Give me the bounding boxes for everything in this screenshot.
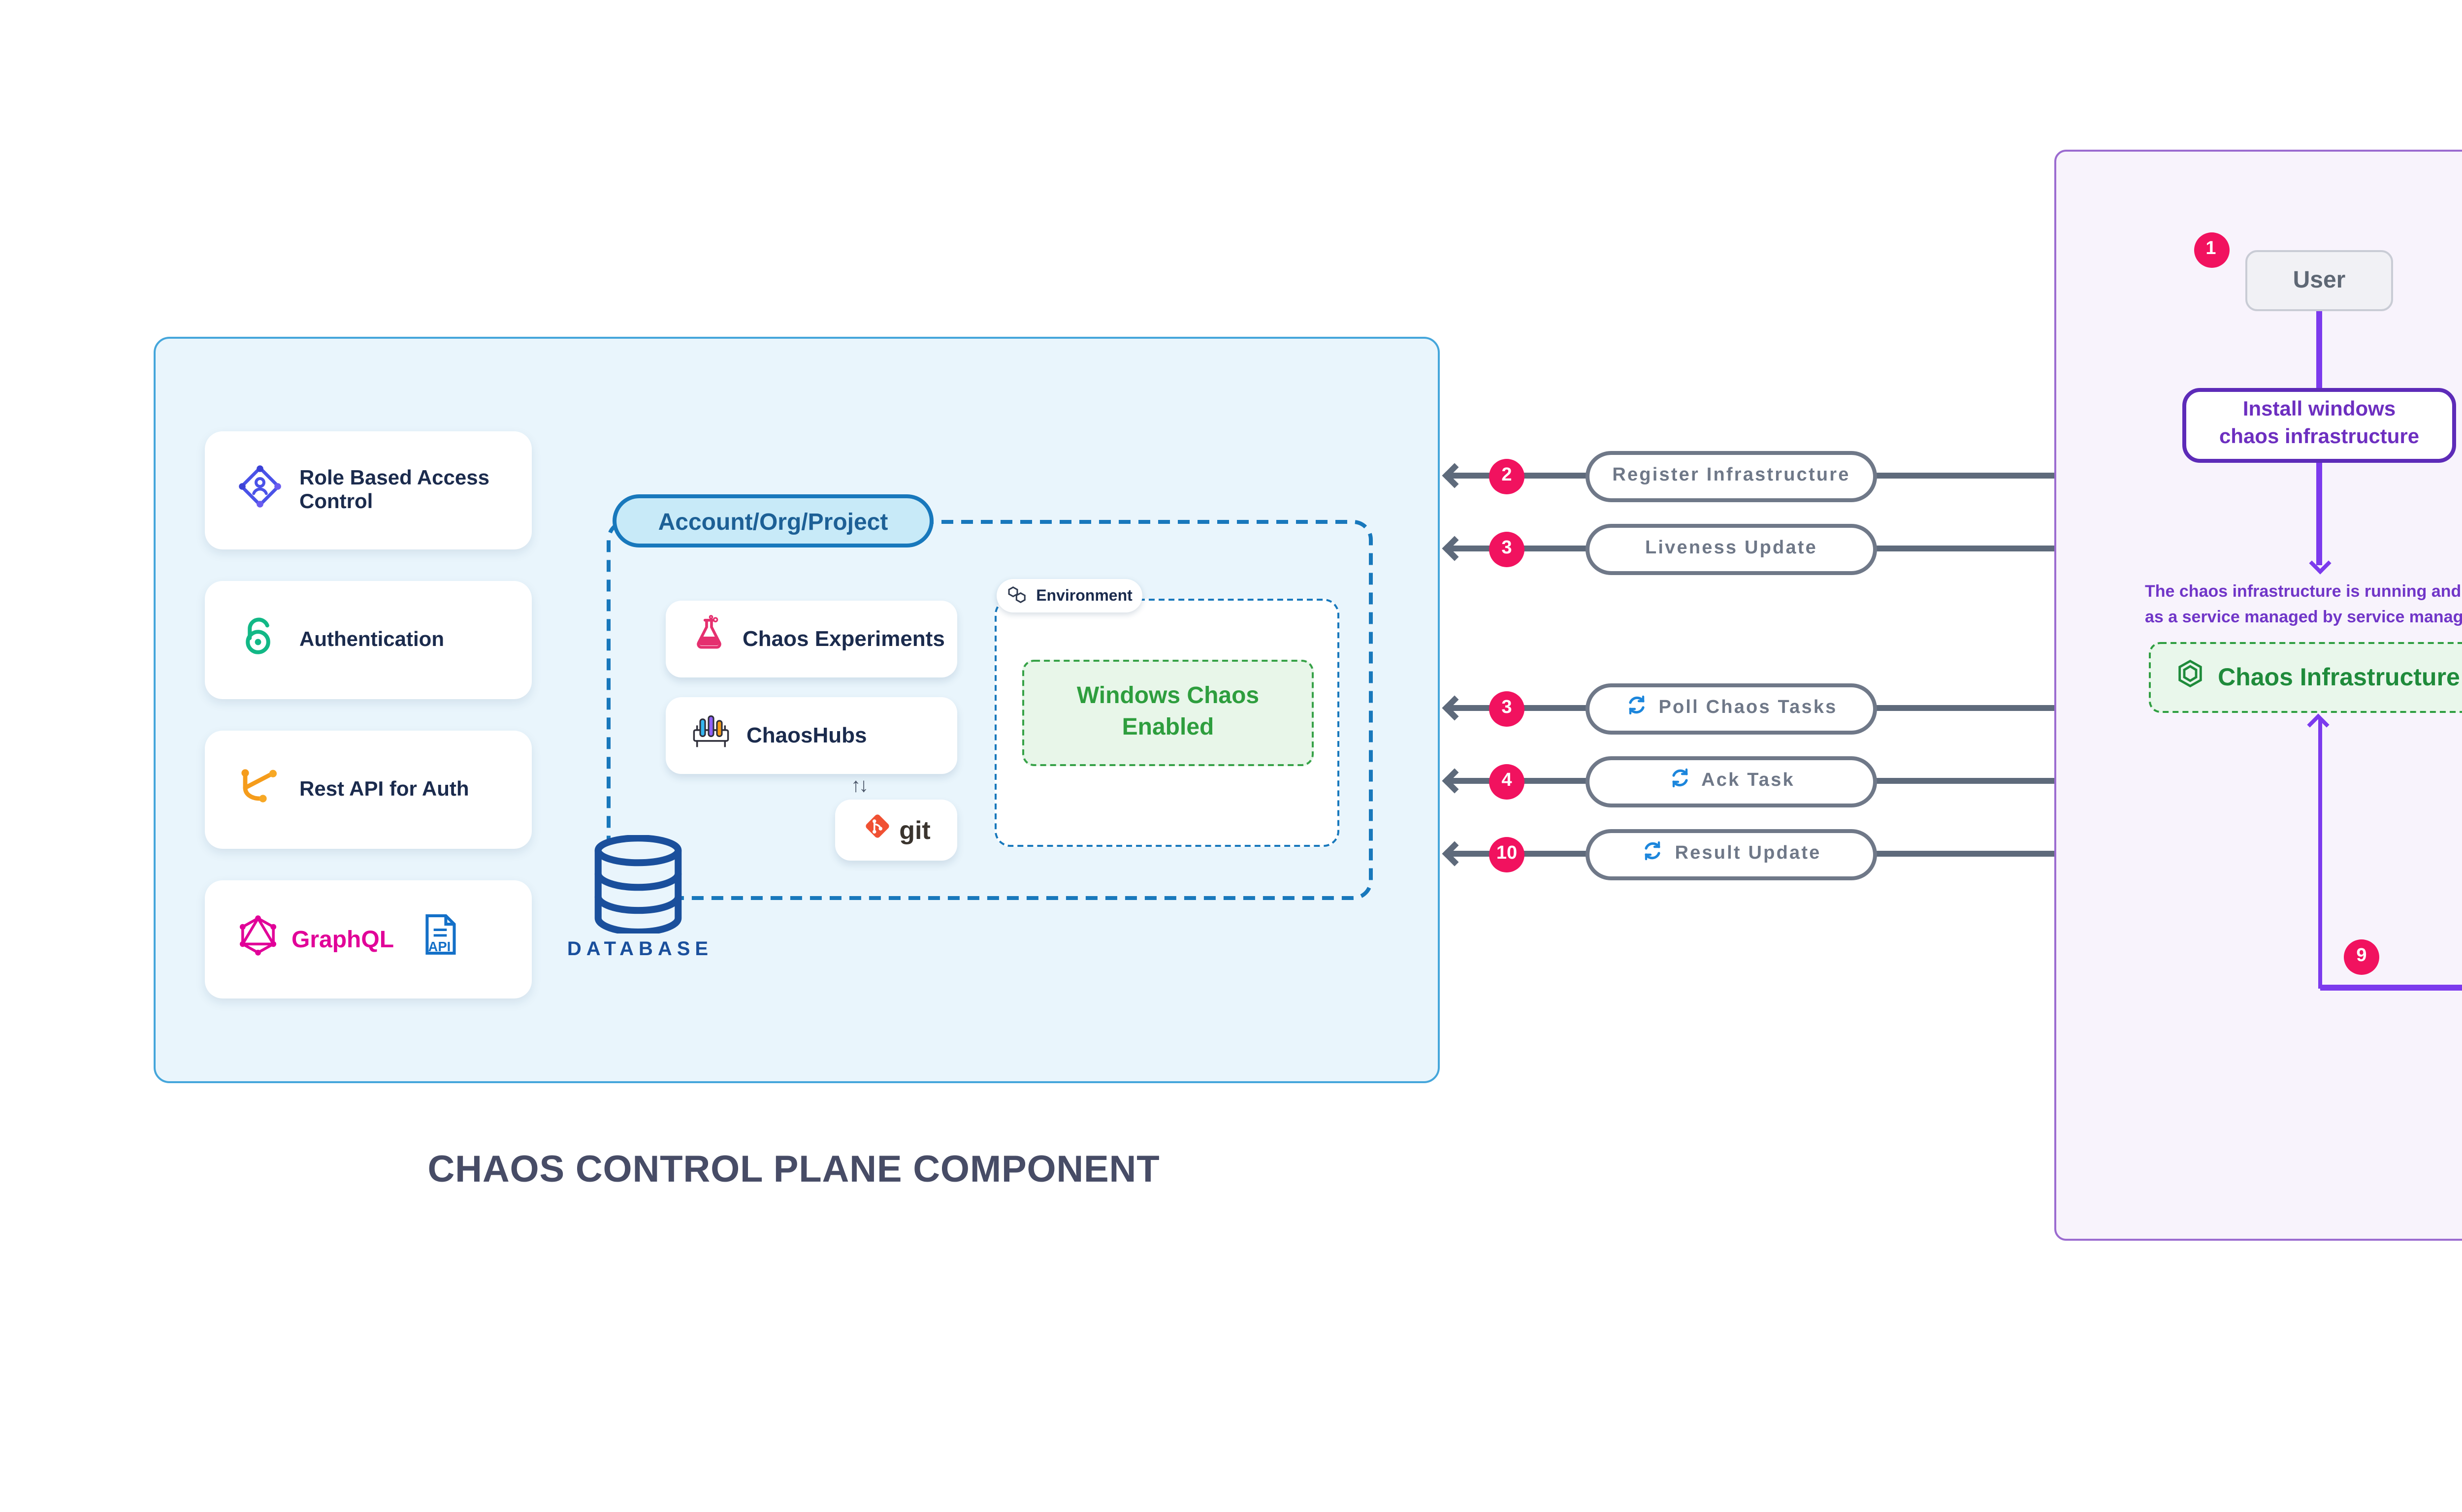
connector-pill-register-infrastructure: Register Infrastructure [1586,450,1877,501]
sync-icon [1625,693,1649,723]
connector-pill-liveness-update: Liveness Update [1586,523,1877,574]
connector-label: Ack Task [1701,770,1795,792]
account-org-project-pill: Account/Org/Project [613,494,934,547]
step-badge: 3 [1489,531,1524,566]
graphql-icon [236,913,280,966]
user-box: User [2245,249,2393,310]
database-icon [591,835,685,943]
install-line1: Install windows [2242,398,2396,422]
card-rbac-label: Role Based Access Control [299,467,489,514]
connector-pill-poll-chaos-tasks: Poll Chaos Tasks [1586,682,1877,734]
api-document-icon: API [421,912,459,967]
chaoshubs-label: ChaosHubs [746,724,867,747]
flask-icon [689,614,729,664]
git-sync-arrows-icon: ↑↓ [851,776,869,798]
connector-pill-ack-task: Ack Task [1586,755,1877,806]
card-authentication-label: Authentication [299,628,444,652]
user-label: User [2293,266,2346,293]
execution-plane-title: CHAOS EXECUTION PLANE COMPONENT [2454,1316,2462,1359]
running-note: The chaos infrastructure is running and … [2145,581,2462,626]
card-rest-api-label: Rest API for Auth [299,778,469,802]
arrow-left-icon [1442,840,1467,866]
card-rest-api: Rest API for Auth [205,731,532,849]
card-graphql: GraphQL API [205,880,532,998]
card-authentication: Authentication [205,581,532,699]
hexagon-icon [2174,658,2206,695]
branch-arrows-icon [236,761,284,818]
svg-text:API: API [428,939,451,954]
git-icon [862,810,891,850]
test-tube-rack-icon [689,710,733,761]
card-rbac: Role Based Access Control [205,431,532,549]
account-org-project-box [607,520,1373,900]
sync-icon [1668,766,1691,796]
step-badge: 2 [1489,458,1524,493]
git-card: git [835,800,957,861]
open-lock-icon [236,611,284,669]
chaos-experiments-label: Chaos Experiments [743,627,945,651]
flow-line-user-install [2316,309,2322,388]
control-plane-title: CHAOS CONTROL PLANE COMPONENT [427,1150,1160,1191]
flow-line-generate-up [2318,719,2323,989]
connector-label: Liveness Update [1645,538,1817,559]
connector-label: Poll Chaos Tasks [1658,697,1838,719]
step-badge: 3 [1489,690,1524,726]
arrow-left-icon [1442,767,1467,793]
chaos-infrastructure-label: Chaos Infrastructure [2218,663,2460,690]
connector-label: Register Infrastructure [1612,465,1850,486]
environment-label: Environment [1036,587,1133,605]
connector-label: Result Update [1675,843,1821,865]
environment-pill: Environment [997,579,1142,612]
git-label: git [899,815,931,845]
card-graphql-label: GraphQL [292,926,394,953]
step-badge: 10 [1489,836,1524,871]
flow-line-install-infra [2316,461,2322,565]
connector-pill-result-update: Result Update [1586,828,1877,879]
arrow-left-icon [1442,694,1467,720]
install-infra-box: Install windows chaos infrastructure [2182,388,2456,463]
chaoshubs-card: ChaosHubs [666,697,957,774]
sync-icon [1641,839,1665,869]
hexagons-icon [1006,584,1028,608]
account-org-project-label: Account/Org/Project [658,507,888,535]
arrow-left-icon [1442,462,1467,487]
install-line2: chaos infrastructure [2219,425,2420,449]
step-badge: 9 [2344,938,2379,974]
step-badge: 4 [1489,763,1524,799]
arrow-left-icon [1442,535,1467,560]
flow-line-generate-left [2320,985,2462,991]
database-label: DATABASE [567,939,713,961]
step-badge: 1 [2193,231,2229,267]
rbac-network-icon [236,462,284,519]
chaos-experiments-card: Chaos Experiments [666,601,957,677]
chaos-infrastructure-box: Chaos Infrastructure [2149,641,2462,712]
